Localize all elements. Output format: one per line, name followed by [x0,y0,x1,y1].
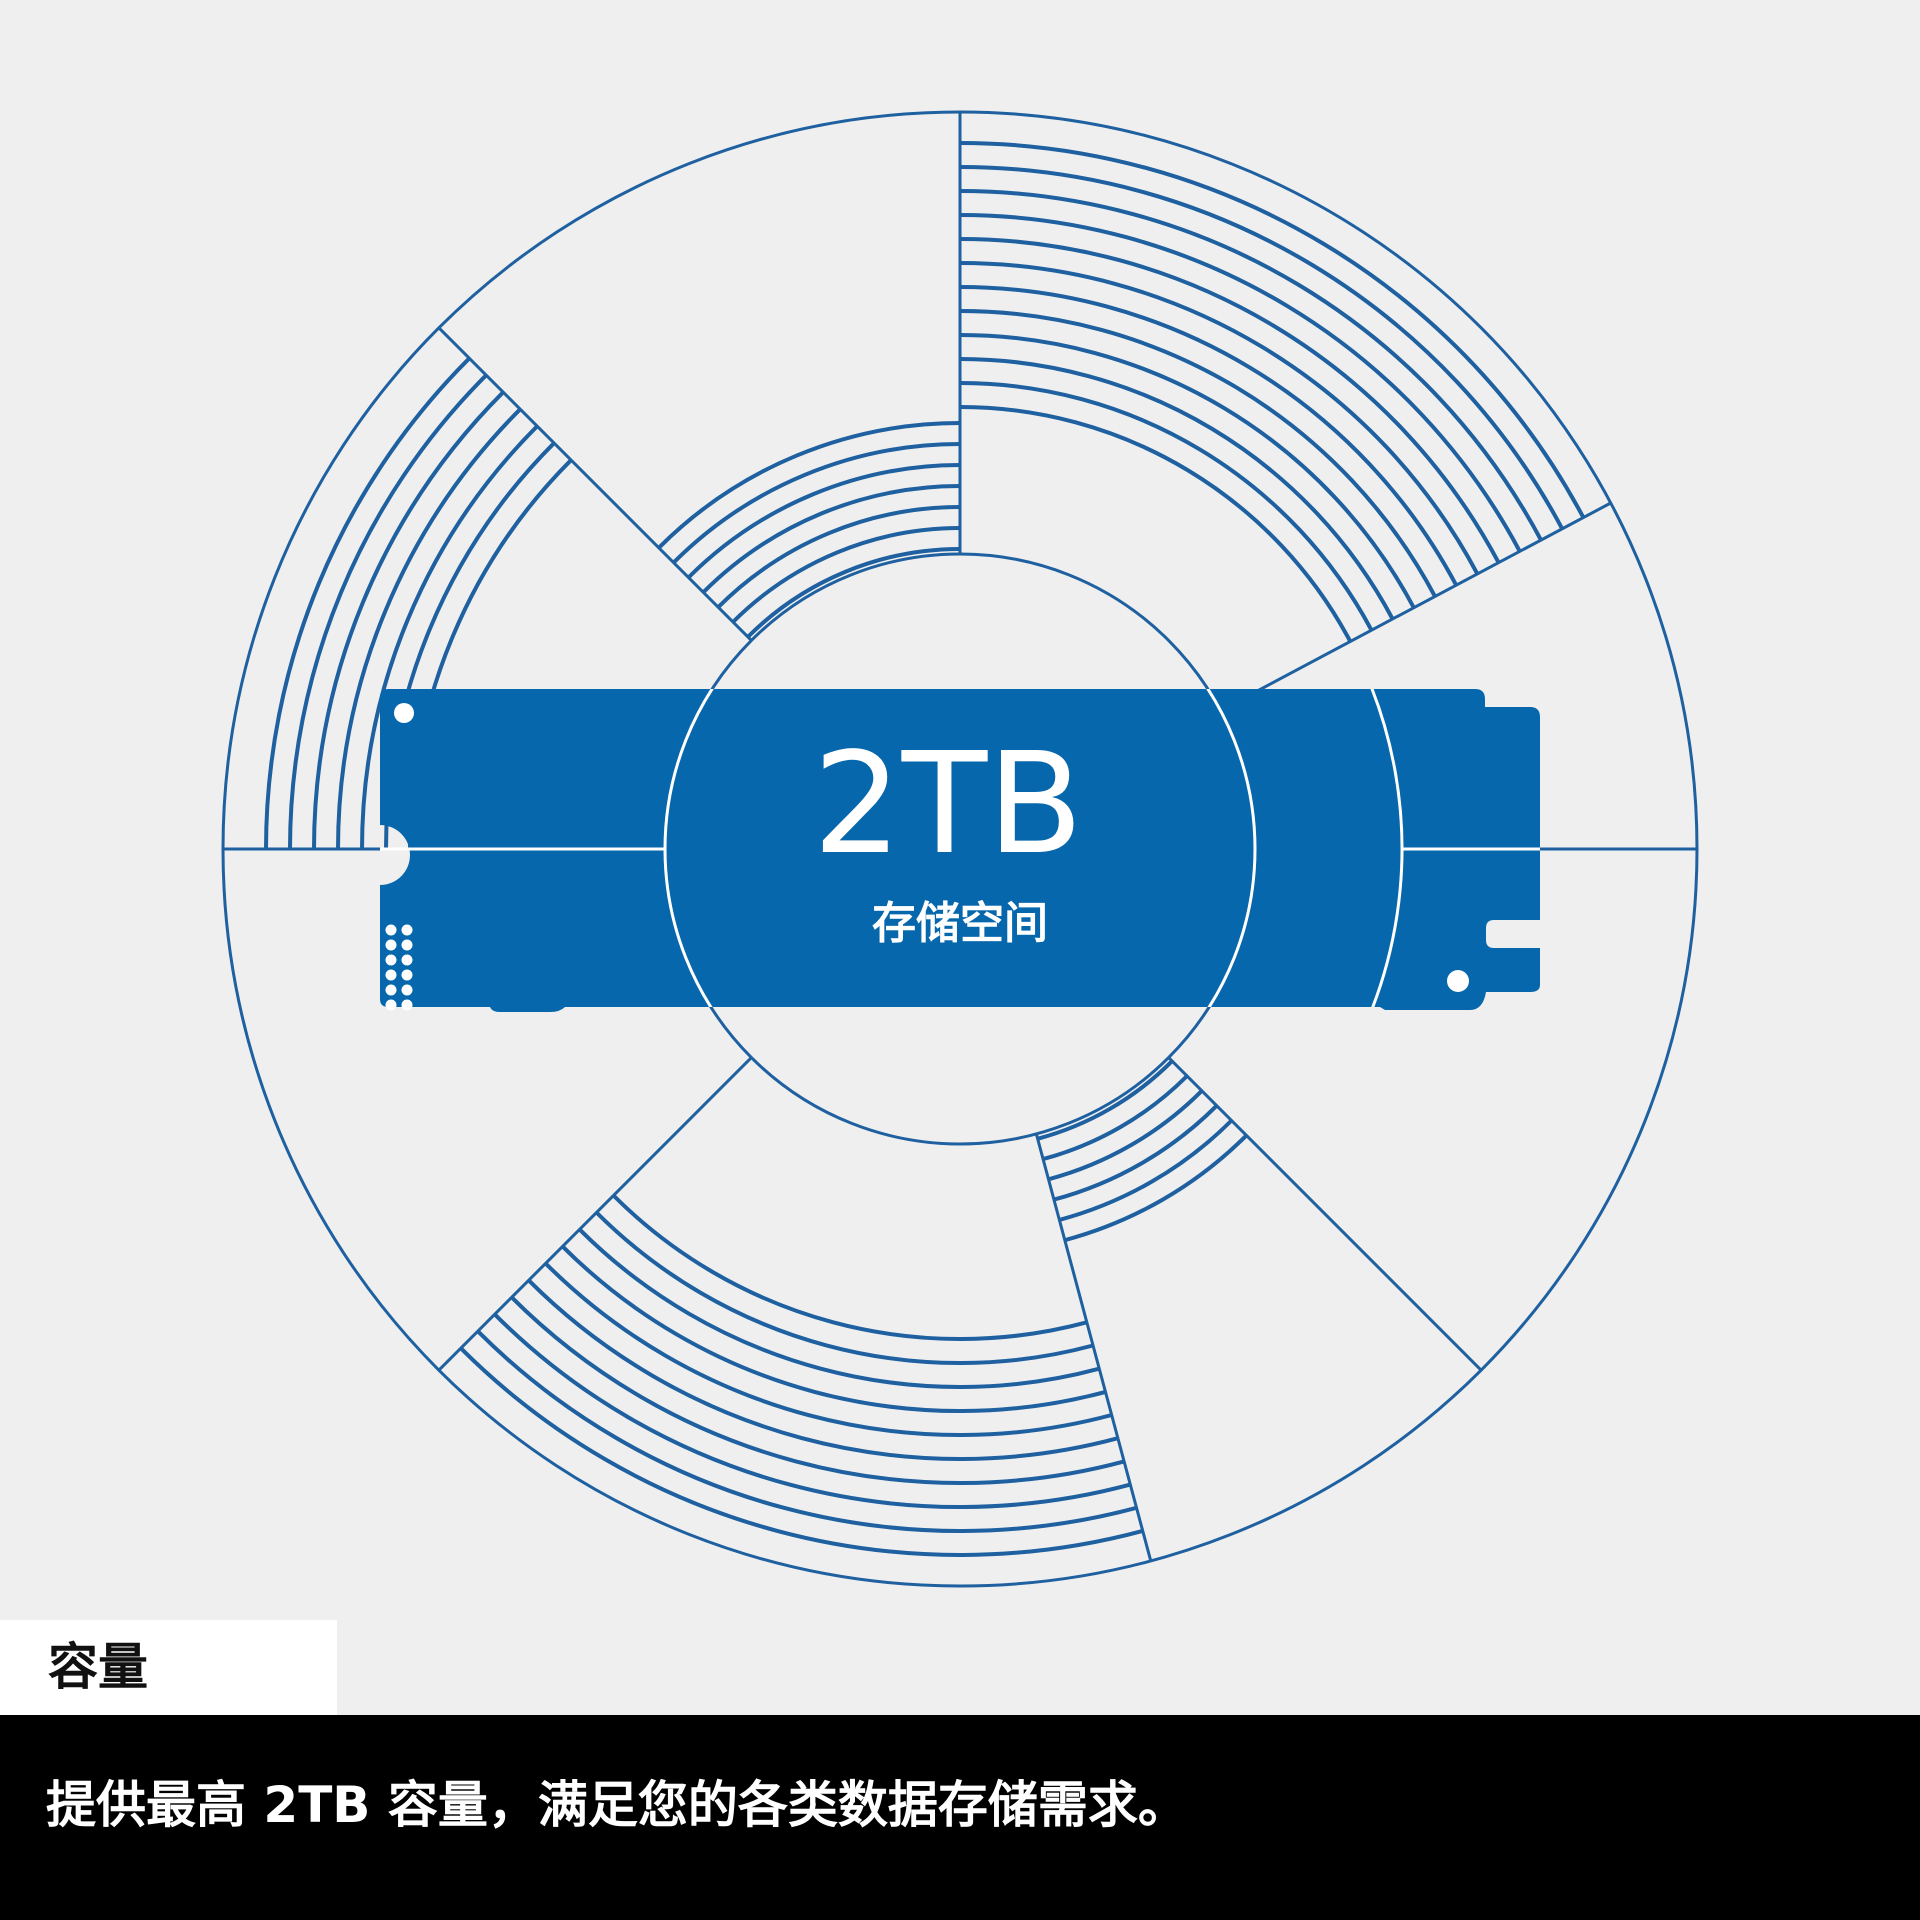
wheel-spoke [437,1056,753,1372]
wheel-sector-arc [959,357,1395,620]
wheel-sector-arc [264,356,471,850]
wheel-sector-arc [746,547,961,639]
wheel-sector-arc [360,424,539,850]
wheel-mid-arc-highlight [1370,689,1404,1007]
wheel-sector-arc [288,373,488,850]
wheel-sector-arc [459,1346,1144,1557]
wheel-sector-arc [1047,1089,1204,1182]
wheel-sector-arc [612,1194,1088,1341]
ssd-contact-dot [401,924,413,936]
ssd-contact-dot [401,954,413,966]
wheel-sector-arc [578,1227,1100,1389]
section-tag-label: 容量 [48,1638,148,1696]
wheel-sector-arc [959,165,1564,530]
wheel-sector-arc [1053,1104,1219,1202]
wheel-sector-arc [527,1278,1119,1461]
ssd-contact-dot [385,939,397,951]
caption-text: 提供最高 2TB 容量，满足您的各类数据存储需求。 [46,1776,1188,1834]
storage-pie-inner-ring [380,552,1540,1146]
wheel-sector-arc [595,1211,1094,1366]
ssd-contact-dot [401,999,413,1011]
ssd-contact-dot [401,969,413,981]
wheel-sector-arc [336,407,522,850]
ssd-contact-dot [385,984,397,996]
ssd-mount-hole [1447,970,1469,992]
wheel-sector-arc [1042,1074,1189,1162]
wheel-sector-arc [959,189,1543,542]
ssd-contact-dot [385,954,397,966]
wheel-sector-arc [657,421,961,550]
wheel-sector-arc [959,141,1586,519]
m2-ssd-icon [380,689,1540,1012]
capacity-value: 2TB [813,723,1084,886]
wheel-sector-arc [959,381,1374,632]
wheel-spoke [1219,501,1612,712]
wheel-sector-arc [561,1244,1107,1413]
wheel-sector-arc [959,285,1458,587]
wheel-sector-arc [959,213,1522,553]
section-tag: 容量 [0,1620,337,1715]
wheel-spoke [1167,1056,1483,1372]
capacity-label: 存储空间 [872,898,1048,949]
wheel-sector-arc [701,484,961,594]
wheel-sector-arc [959,309,1437,598]
ssd-board [380,689,1540,1012]
storage-pie-wheel-icon [221,110,1699,1588]
ssd-contact-dot [385,924,397,936]
ssd-contact-dot [401,984,413,996]
wheel-sector-arc [1064,1133,1248,1243]
wheel-sector-arc [1037,1059,1174,1141]
wheel-sector-arc [959,261,1480,575]
ssd-contact-dot [385,969,397,981]
wheel-sector-arc [1058,1119,1233,1222]
wheel-sector-arc [959,237,1501,564]
wheel-sector-arc [312,390,505,850]
wheel-spoke [437,326,753,642]
ssd-mount-hole [394,703,414,723]
wheel-sector-arc [672,442,961,565]
ssd-contact-dot [401,939,413,951]
wheel-sector-arc [476,1329,1138,1533]
wheel-sector-arc [493,1312,1131,1510]
wheel-spoke [1034,1133,1153,1562]
wheel-sector-arc [959,405,1353,643]
wheel-sector-arc [687,463,961,579]
wheel-sector-arc [959,333,1416,609]
wheel-sector-arc [510,1295,1125,1486]
caption-bar: 提供最高 2TB 容量，满足您的各类数据存储需求。 [0,1715,1920,1920]
ssd-contact-dot [385,999,397,1011]
wheel-sector-arc [544,1261,1113,1437]
wheel-sector-arc [731,526,961,624]
wheel-sector-arc [716,505,961,609]
